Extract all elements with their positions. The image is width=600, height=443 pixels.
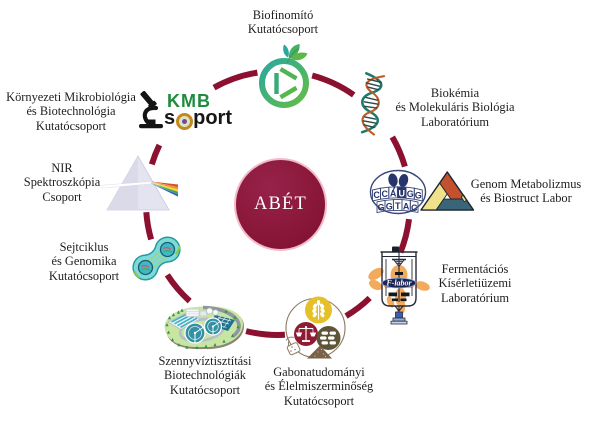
- grain-sack: [285, 336, 301, 356]
- code-letter: G: [415, 191, 422, 201]
- ring-arc-segment: [245, 328, 286, 338]
- bioreactor-icon: F-labor: [368, 246, 430, 325]
- buildings: [185, 307, 219, 317]
- bioreactor-label: F-labor: [385, 279, 412, 288]
- code-letter: C: [411, 203, 418, 213]
- code-letter: C: [373, 190, 380, 200]
- code-letter: G: [407, 189, 414, 199]
- code-letter: A: [390, 188, 397, 198]
- prism-left-face: [107, 156, 138, 210]
- ring-arc-segment: [143, 211, 154, 241]
- wheat-circle: [305, 296, 332, 324]
- genome-code-icon: C C A G G G G T A C U: [369, 169, 479, 221]
- membrane-accent-2: [175, 245, 181, 255]
- membrane-accent-1: [133, 270, 141, 279]
- bread-circle: [316, 326, 341, 350]
- code-letter: T: [395, 201, 401, 211]
- clarifier-tanks: [184, 317, 223, 344]
- scales-circle: [294, 322, 318, 346]
- code-letter: C: [381, 189, 388, 199]
- center-label: ABÉT: [253, 194, 308, 214]
- prism-icon: [101, 155, 178, 211]
- dividing-cell-icon: [132, 236, 181, 281]
- center-circle: ABÉT: [234, 158, 327, 251]
- ring-arc-segment: [344, 295, 372, 319]
- kmb-logo-kmb: KMB: [167, 91, 211, 111]
- code-letter-highlight: U: [398, 188, 405, 198]
- grain-food-icon: [285, 296, 346, 359]
- dna-icon: [360, 72, 386, 136]
- microscope-icon: [139, 91, 163, 129]
- nuclei: [137, 241, 176, 276]
- chromosome-blobs: [388, 173, 409, 191]
- ring-arc-segment: [389, 135, 408, 168]
- code-letter: G: [377, 202, 384, 212]
- biorefinery-icon: [259, 44, 309, 108]
- light-beam: [101, 181, 152, 189]
- penrose-triangle: [421, 172, 475, 221]
- cell-o-icon: [175, 113, 193, 130]
- wastewater-plant-icon: [164, 305, 244, 350]
- ring-arc-segment: [164, 273, 192, 304]
- leaves: [283, 44, 308, 64]
- code-letter: G: [386, 201, 393, 211]
- code-letter: A: [403, 202, 410, 212]
- grain-pile: [307, 345, 332, 359]
- ring-arc-segment: [212, 69, 258, 91]
- trees: [165, 308, 240, 349]
- ring-arc-segment: [148, 143, 163, 166]
- ring-arc-segment: [311, 72, 356, 98]
